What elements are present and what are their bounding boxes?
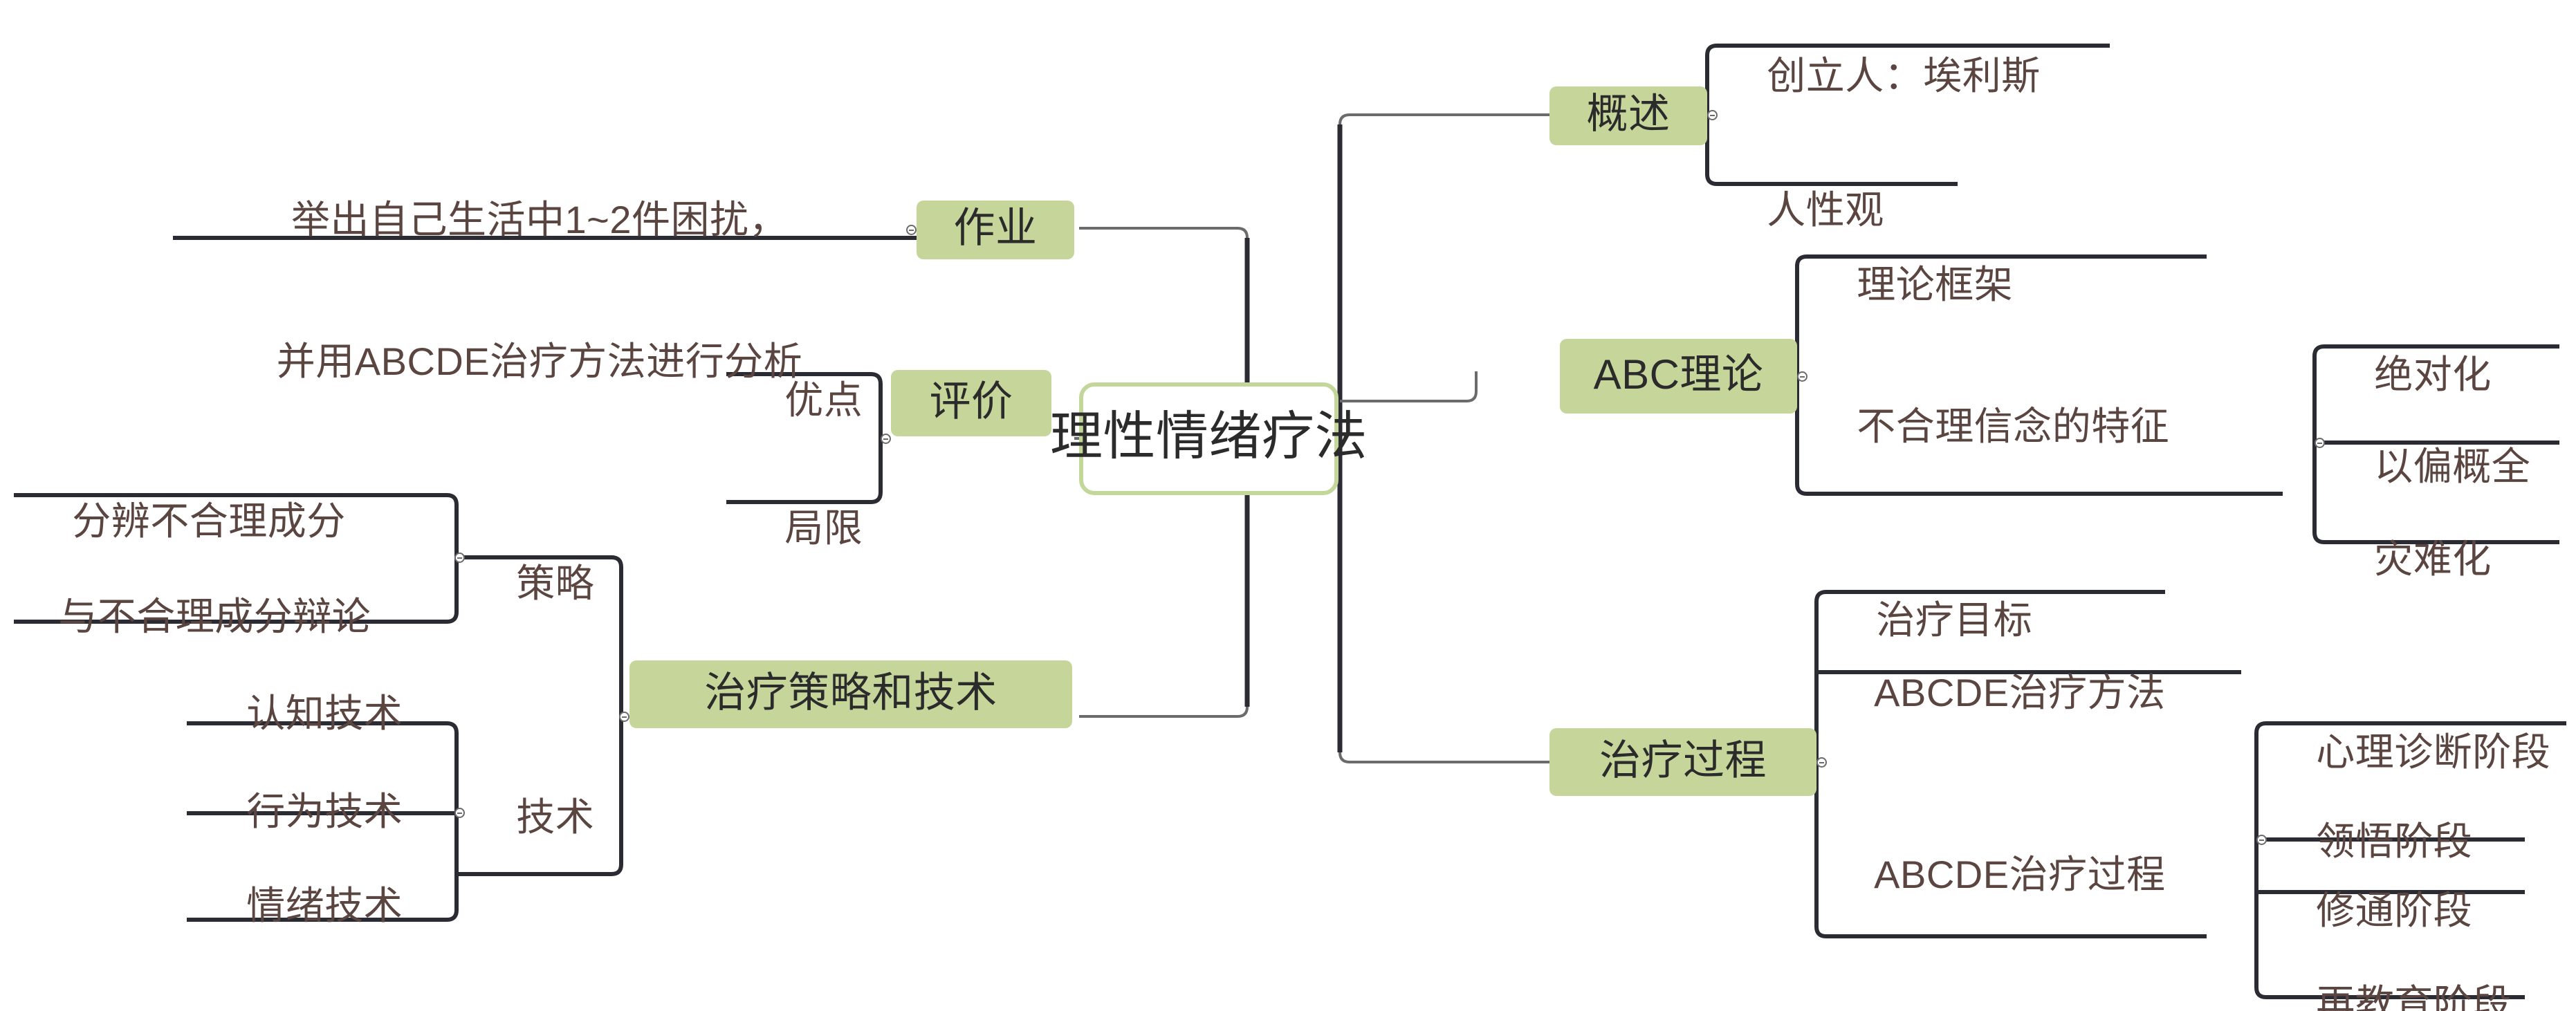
leaf-label-abcde-process: ABCDE治疗过程 xyxy=(1874,853,2166,897)
branch-label-treatment-process: 治疗过程 xyxy=(1599,736,1767,783)
collapse-toggle-overview[interactable] xyxy=(1707,110,1718,120)
leaf-node-irrational-belief-traits[interactable]: 不合理信念的特征 xyxy=(1805,363,2176,494)
leaf-label-dispute-irrational: 与不合理成分辩论 xyxy=(58,595,371,639)
leaf-label-homework-task-line2: 并用ABCDE治疗方法进行分析 xyxy=(276,339,803,383)
leaf-node-stage-insight[interactable]: 领悟阶段 xyxy=(2265,778,2479,909)
leaf-label-absolutism: 绝对化 xyxy=(2374,353,2492,397)
leaf-label-stage-working-through: 修通阶段 xyxy=(2316,889,2473,933)
leaf-node-identify-irrational[interactable]: 分辨不合理成分 xyxy=(21,458,353,588)
leaf-label-treatment-goal: 治疗目标 xyxy=(1876,598,2033,642)
collapse-toggle-abc-theory[interactable] xyxy=(1797,371,1807,382)
leaf-label-irrational-belief-traits: 不合理信念的特征 xyxy=(1857,405,2170,449)
branch-label-evaluation: 评价 xyxy=(929,378,1013,425)
leaf-label-cognitive-technique: 认知技术 xyxy=(246,692,403,736)
leaf-node-absolutism[interactable]: 绝对化 xyxy=(2323,311,2499,442)
collapse-toggle-treatment-process[interactable] xyxy=(1816,757,1827,768)
leaf-node-stage-working-through[interactable]: 修通阶段 xyxy=(2265,847,2479,978)
leaf-label-catastrophizing: 灾难化 xyxy=(2374,537,2492,582)
leaf-node-strategy[interactable]: 策略 xyxy=(465,520,601,651)
leaf-label-advantages: 优点 xyxy=(784,378,863,423)
leaf-node-abcde-method[interactable]: ABCDE治疗方法 xyxy=(1825,629,2173,760)
leaf-node-technique[interactable]: 技术 xyxy=(465,754,601,884)
leaf-node-catastrophizing[interactable]: 灾难化 xyxy=(2323,496,2499,627)
leaf-label-technique: 技术 xyxy=(516,795,595,840)
leaf-node-emotional-technique[interactable]: 情绪技术 xyxy=(195,842,410,973)
leaf-label-overgeneralization: 以偏概全 xyxy=(2374,445,2531,489)
branch-node-evaluation[interactable]: 评价 xyxy=(891,370,1051,436)
branch-label-strategies-techniques: 治疗策略和技术 xyxy=(704,669,997,716)
leaf-label-strategy: 策略 xyxy=(516,562,595,606)
leaf-label-view-of-human-nature: 人性观 xyxy=(1767,188,1884,232)
collapse-toggle-homework[interactable] xyxy=(906,225,917,235)
branch-label-abc-theory: ABC理论 xyxy=(1593,351,1764,398)
leaf-label-limitations: 局限 xyxy=(784,506,863,550)
leaf-label-stage-insight: 领悟阶段 xyxy=(2316,819,2473,864)
leaf-label-theory-framework: 理论框架 xyxy=(1857,263,2014,307)
branch-node-treatment-process[interactable]: 治疗过程 xyxy=(1549,728,1816,796)
root-node-label: 理性情绪疗法 xyxy=(1050,407,1368,467)
leaf-node-treatment-goal[interactable]: 治疗目标 xyxy=(1825,557,2039,687)
branch-node-abc-theory[interactable]: ABC理论 xyxy=(1560,339,1797,414)
collapse-toggle-abcde-process[interactable] xyxy=(2256,835,2267,845)
branch-node-homework[interactable]: 作业 xyxy=(917,201,1074,259)
root-node[interactable]: 理性情绪疗法 xyxy=(1050,382,1368,495)
leaf-label-founder: 创立人：埃利斯 xyxy=(1767,54,2041,98)
branch-node-strategies-techniques[interactable]: 治疗策略和技术 xyxy=(629,660,1072,728)
leaf-node-dispute-irrational[interactable]: 与不合理成分辩论 xyxy=(7,553,378,684)
leaf-node-behavioral-technique[interactable]: 行为技术 xyxy=(195,748,410,879)
leaf-node-homework-task[interactable]: 举出自己生活中1~2件困扰， 并用ABCDE治疗方法进行分析 xyxy=(176,100,903,484)
branch-label-homework: 作业 xyxy=(953,205,1038,252)
leaf-node-stage-diagnosis[interactable]: 心理诊断阶段 xyxy=(2265,689,2557,819)
leaf-node-overgeneralization[interactable]: 以偏概全 xyxy=(2323,403,2537,534)
leaf-node-cognitive-technique[interactable]: 认知技术 xyxy=(195,650,410,781)
leaf-label-stage-diagnosis: 心理诊断阶段 xyxy=(2316,730,2551,775)
leaf-node-advantages[interactable]: 优点 xyxy=(733,337,870,467)
collapse-toggle-strategies-techniques[interactable] xyxy=(619,712,629,722)
leaf-label-stage-reeducation: 再教育阶段 xyxy=(2316,982,2512,1011)
collapse-toggle-irrational-belief-traits[interactable] xyxy=(2315,438,2325,448)
leaf-label-behavioral-technique: 行为技术 xyxy=(246,790,403,834)
collapse-toggle-evaluation[interactable] xyxy=(881,434,891,444)
leaf-label-emotional-technique: 情绪技术 xyxy=(246,884,403,928)
leaf-label-homework-task-line1: 举出自己生活中1~2件困扰， xyxy=(291,197,788,241)
collapse-toggle-technique[interactable] xyxy=(454,808,465,818)
branch-label-overview: 概述 xyxy=(1586,91,1671,138)
leaf-label-abcde-method: ABCDE治疗方法 xyxy=(1874,671,2166,715)
leaf-label-identify-irrational: 分辨不合理成分 xyxy=(72,499,346,544)
leaf-node-stage-reeducation[interactable]: 再教育阶段 xyxy=(2265,940,2519,1011)
leaf-node-founder[interactable]: 创立人：埃利斯 xyxy=(1715,12,2048,143)
branch-node-overview[interactable]: 概述 xyxy=(1549,86,1707,145)
leaf-node-theory-framework[interactable]: 理论框架 xyxy=(1805,221,2020,352)
leaf-node-limitations[interactable]: 局限 xyxy=(733,465,870,595)
leaf-node-abcde-process[interactable]: ABCDE治疗过程 xyxy=(1825,811,2173,942)
leaf-node-view-of-human-nature[interactable]: 人性观 xyxy=(1715,147,1891,277)
collapse-toggle-strategy[interactable] xyxy=(454,553,465,563)
